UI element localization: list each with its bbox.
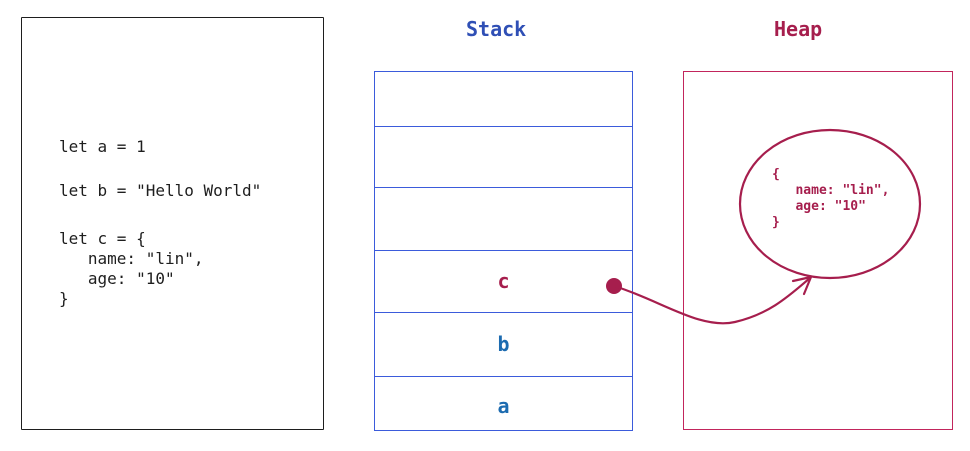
code-line-age: age: "10" [59, 269, 175, 288]
code-line-let-a: let a = 1 [59, 137, 146, 156]
code-line-name: name: "lin", [59, 249, 204, 268]
code-line-let-c: let c = { [59, 229, 146, 248]
stack-divider [375, 376, 632, 377]
stack-divider [375, 312, 632, 313]
stack-divider [375, 250, 632, 251]
heap-object-open: { [772, 167, 780, 182]
stack-divider [375, 126, 632, 127]
stack-slot-b: b [497, 332, 510, 356]
heap-object-name: name: "lin", [772, 183, 890, 198]
heap-object-close: } [772, 215, 780, 230]
stack-panel: c b a [374, 71, 633, 431]
heap-object-age: age: "10" [772, 199, 866, 214]
stack-divider [375, 187, 632, 188]
code-line-close: } [59, 289, 69, 308]
code-line-let-b: let b = "Hello World" [59, 181, 262, 200]
heap-panel: { name: "lin", age: "10" } [683, 71, 953, 430]
heap-title: Heap [774, 17, 823, 41]
stack-slot-a: a [497, 394, 510, 418]
stack-title: Stack [466, 17, 527, 41]
code-panel: let a = 1 let b = "Hello World" let c = … [21, 17, 324, 430]
stack-slot-c: c [497, 269, 510, 293]
